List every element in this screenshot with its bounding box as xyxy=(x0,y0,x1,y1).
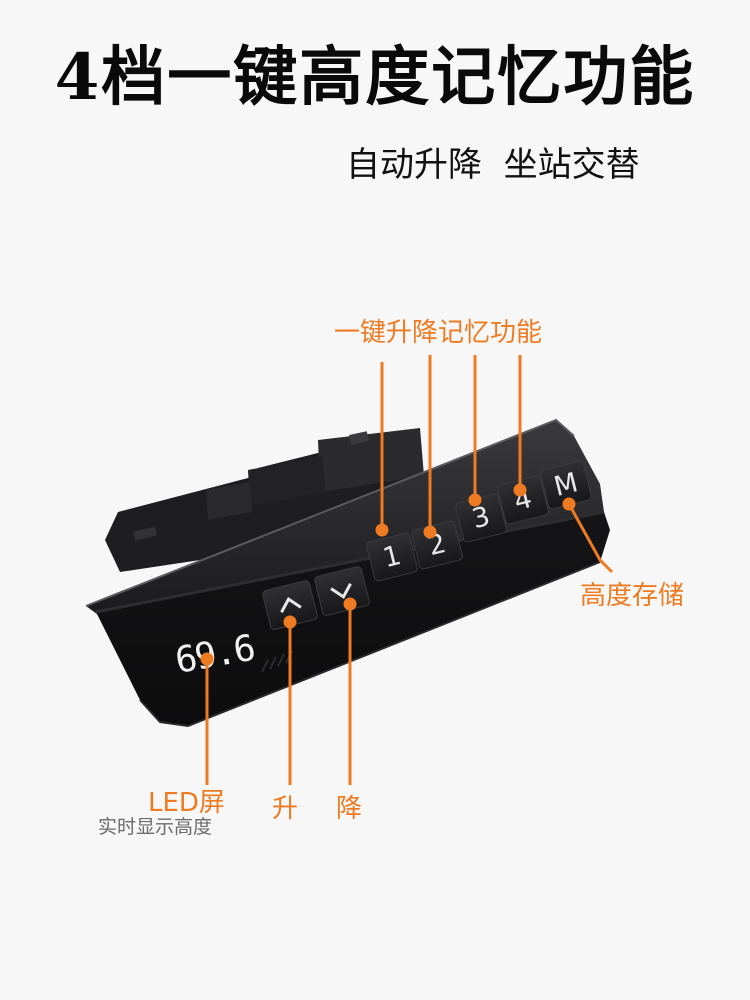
callout-lines xyxy=(200,355,614,785)
mounting-bracket xyxy=(105,428,424,572)
height-save-label: 高度存储 xyxy=(580,581,685,611)
preset-3-button[interactable]: 3 xyxy=(455,493,507,543)
up-label: 升 xyxy=(272,794,299,824)
chevron-down-icon xyxy=(330,583,352,599)
memory-keys-label: 一键升降记忆功能 xyxy=(334,318,543,348)
preset-1-button[interactable]: 1 xyxy=(366,532,418,582)
led-screen-label: LED屏 xyxy=(148,788,225,818)
led-caption-label: 实时显示高度 xyxy=(98,816,213,838)
down-label: 降 xyxy=(336,794,363,824)
chevron-up-icon xyxy=(280,597,302,613)
page-subtitle: 自动升降 坐站交替 xyxy=(346,145,640,185)
page-title: 4档一键高度记忆功能 xyxy=(54,40,696,115)
memory-button[interactable]: M xyxy=(540,460,592,510)
